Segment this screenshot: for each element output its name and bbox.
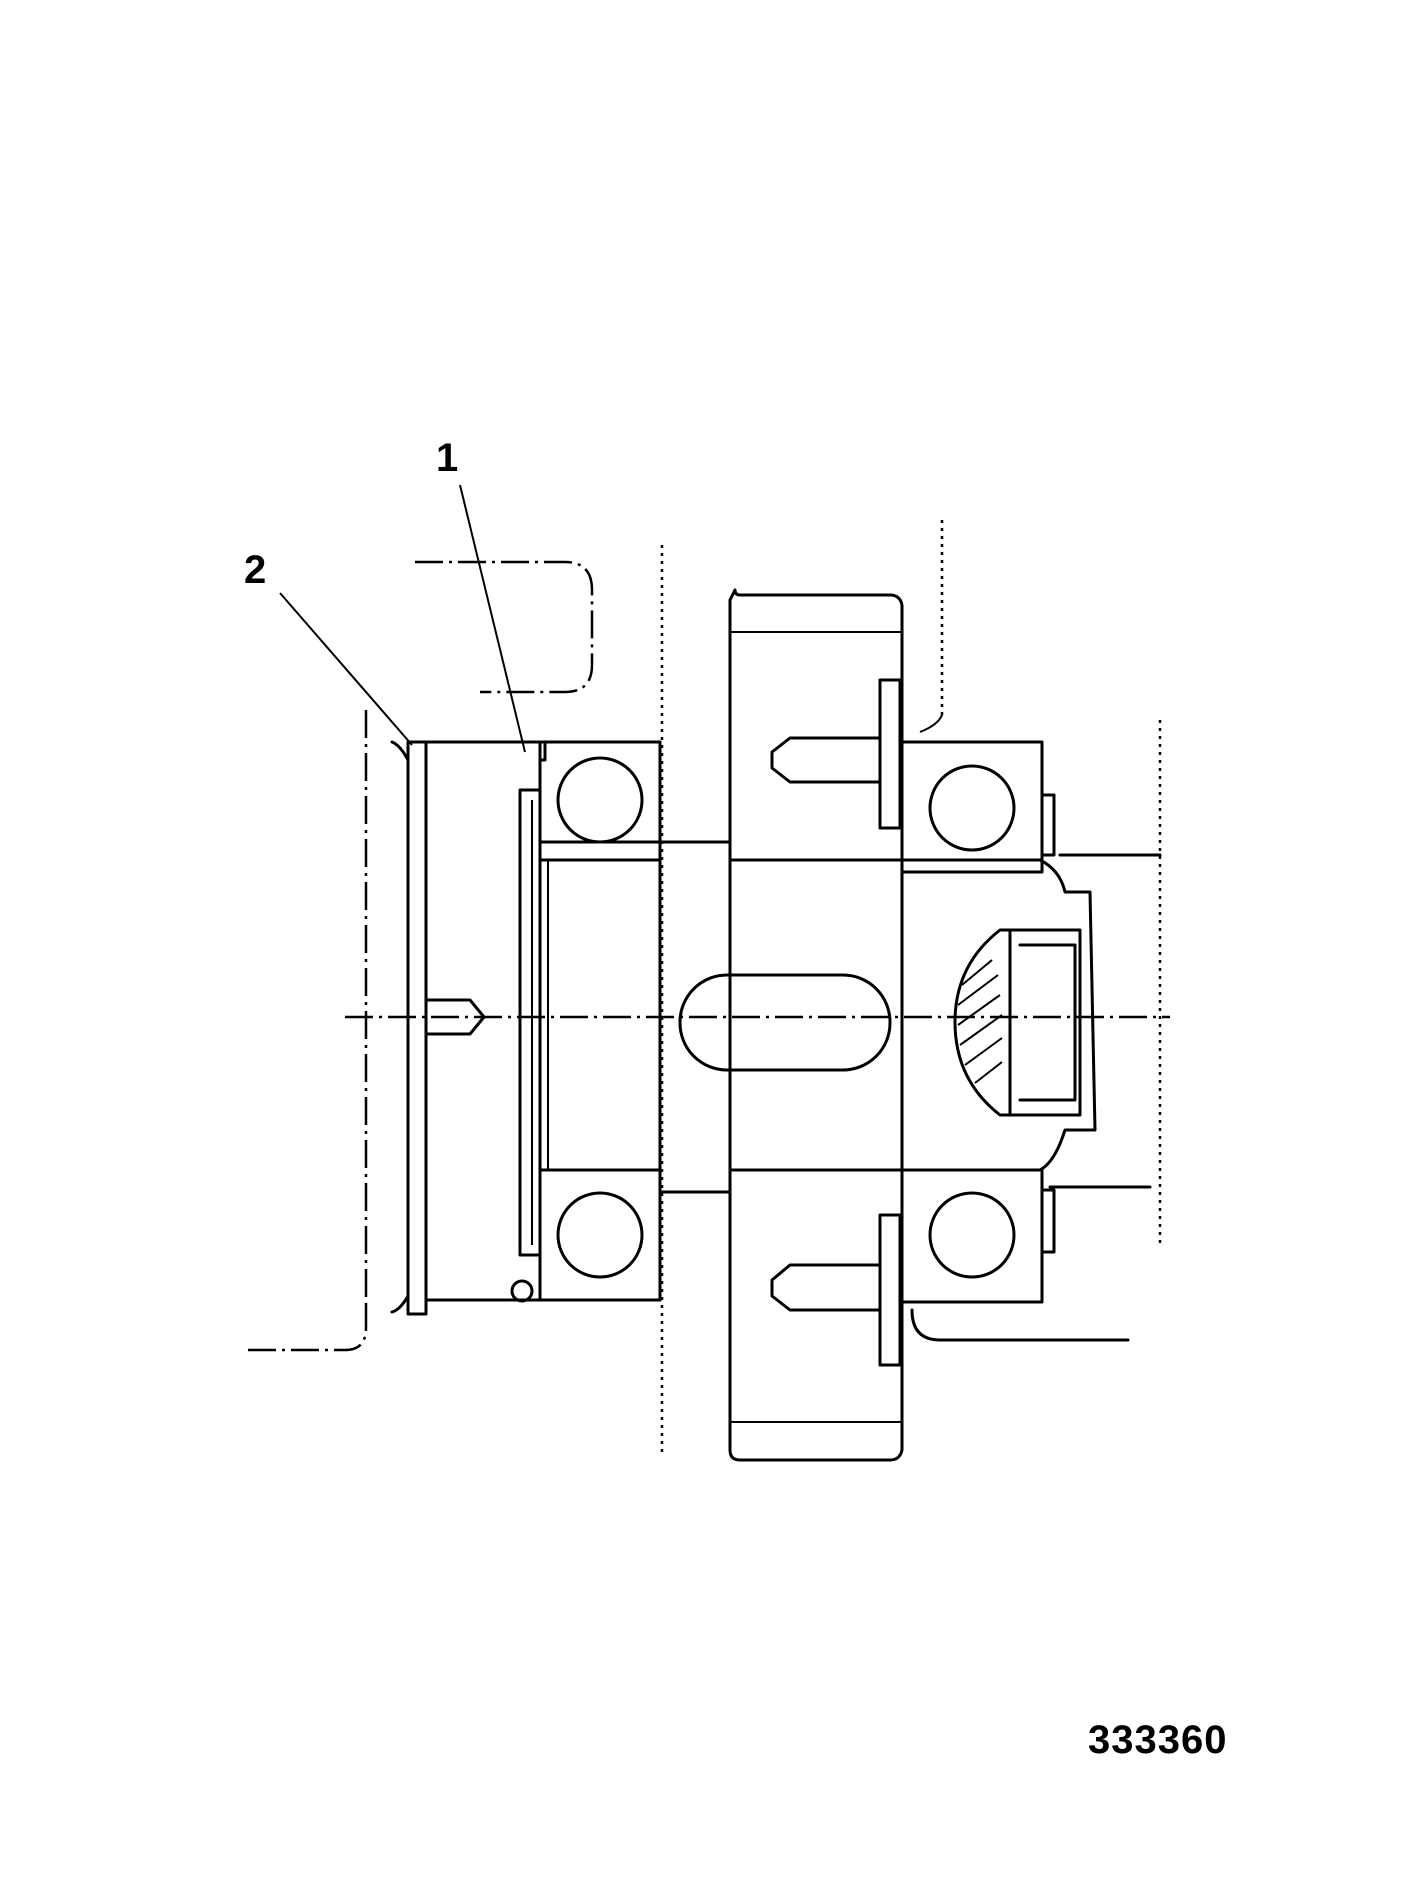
key-slot <box>678 973 892 1072</box>
end-nut-hatching <box>957 959 1003 1084</box>
callout-2-leader <box>279 592 413 746</box>
upper-stud <box>770 736 882 784</box>
callout-1-label: 1 <box>436 436 459 480</box>
seal-ring <box>518 788 542 1257</box>
left-bearing-ball-upper <box>556 756 644 844</box>
circlip <box>510 1279 534 1303</box>
shaft-inner-sleeve <box>538 858 662 1172</box>
lower-right-housing <box>910 1308 1130 1342</box>
upper-housing-outline <box>415 560 594 694</box>
locating-pin <box>424 998 486 1036</box>
callout-2-label: 2 <box>244 548 267 592</box>
left-bearing-ball-lower <box>556 1191 644 1279</box>
end-cover-plate <box>406 740 428 1316</box>
right-bearing-upper <box>900 740 1044 874</box>
right-bearing-lower <box>900 1168 1044 1304</box>
housing-body <box>424 740 662 1302</box>
bearing-cap-upper <box>1040 793 1056 857</box>
figure-number: 333360 <box>1088 1718 1228 1762</box>
end-cover-flange <box>390 740 410 1314</box>
shaft-main <box>728 858 1097 1172</box>
end-nut-cap <box>1008 928 1077 1117</box>
end-nut <box>953 928 1082 1117</box>
upper-right-tick <box>919 714 943 733</box>
upper-stud-flange <box>878 678 902 830</box>
right-bearing-ball-upper <box>928 764 1016 852</box>
shaft-body <box>658 840 732 1194</box>
lower-housing-outline <box>248 1300 368 1352</box>
right-bearing-ball-lower <box>928 1191 1016 1279</box>
callout-1-leader <box>459 484 526 753</box>
lower-stud-flange <box>878 1213 902 1367</box>
lower-stud <box>770 1263 882 1312</box>
bearing-cap-lower <box>1040 1188 1056 1254</box>
gear-wheel <box>728 588 904 1462</box>
